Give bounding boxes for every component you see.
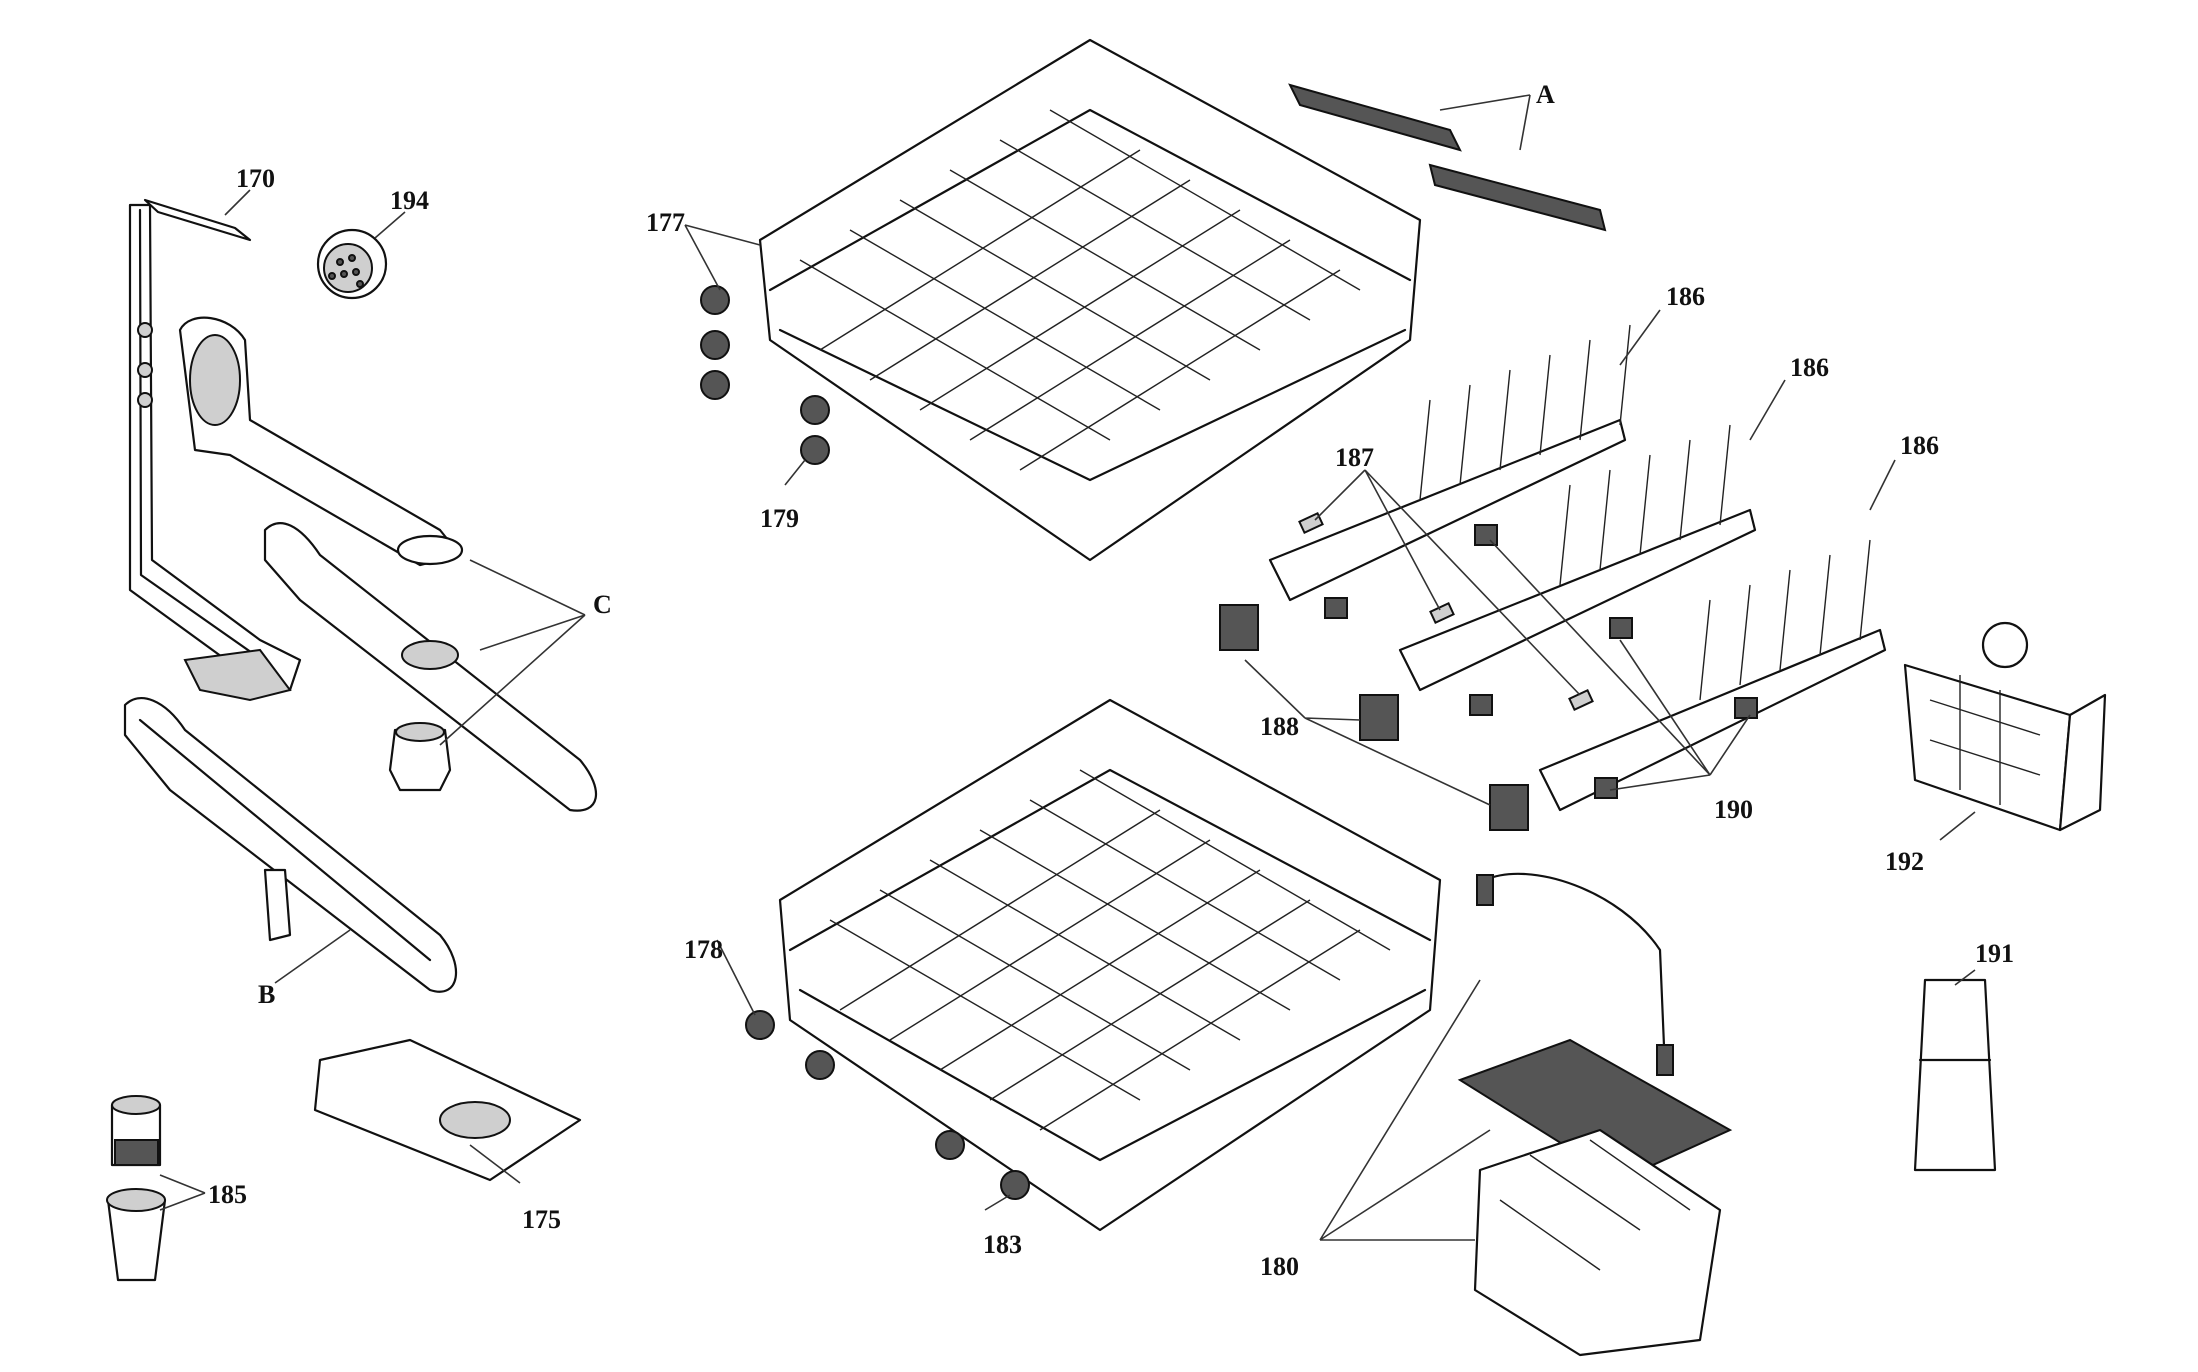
label-180: 180	[1260, 1252, 1299, 1281]
label-186-middle: 186	[1790, 353, 1829, 382]
part-177-upper-rack-wheels	[700, 285, 730, 400]
part-187-clips	[1298, 512, 1594, 711]
label-192: 192	[1885, 847, 1924, 876]
part-185-filter-cups	[106, 1095, 167, 1282]
part-175-filter-plate	[313, 1038, 582, 1182]
part-upper-spray-arm	[178, 316, 464, 567]
label-188: 188	[1260, 712, 1299, 741]
part-188-tine-brackets	[1219, 604, 1529, 831]
part-180-cutlery-basket-assembly	[1457, 872, 1733, 1357]
label-178: 178	[684, 935, 723, 964]
label-177: 177	[646, 208, 685, 237]
label-187: 187	[1335, 443, 1374, 472]
label-B: B	[258, 980, 275, 1009]
part-A-cup-shelves	[1288, 83, 1607, 232]
part-194-spray-nozzle	[316, 228, 388, 300]
label-170: 170	[236, 164, 275, 193]
label-186-bottom: 186	[1900, 431, 1939, 460]
part-192-silverware-basket	[1903, 621, 2107, 832]
label-191: 191	[1975, 939, 2014, 968]
part-178-lower-rack-wheels	[745, 1010, 835, 1080]
label-A: A	[1536, 80, 1555, 109]
part-lower-dish-rack	[778, 698, 1442, 1232]
part-183-wheels	[935, 1130, 1030, 1200]
label-186-top: 186	[1666, 282, 1705, 311]
part-170-water-supply-tube	[128, 198, 302, 702]
label-183: 183	[983, 1230, 1022, 1259]
part-B-lower-spray-arm	[123, 697, 458, 993]
label-C: C	[593, 590, 612, 619]
label-175: 175	[522, 1205, 561, 1234]
label-185: 185	[208, 1180, 247, 1209]
part-191-cutlery-holder	[1913, 978, 1997, 1172]
label-179: 179	[760, 504, 799, 533]
part-190-tine-holders	[1324, 524, 1758, 799]
label-194: 194	[390, 186, 429, 215]
callout-leader-lines	[159, 94, 1976, 1241]
part-186-fold-down-tines	[1268, 324, 1887, 812]
label-190: 190	[1714, 795, 1753, 824]
part-179-rack-rollers	[800, 395, 830, 465]
part-upper-dish-rack	[758, 38, 1422, 562]
part-C-middle-spray-arm	[263, 522, 598, 812]
